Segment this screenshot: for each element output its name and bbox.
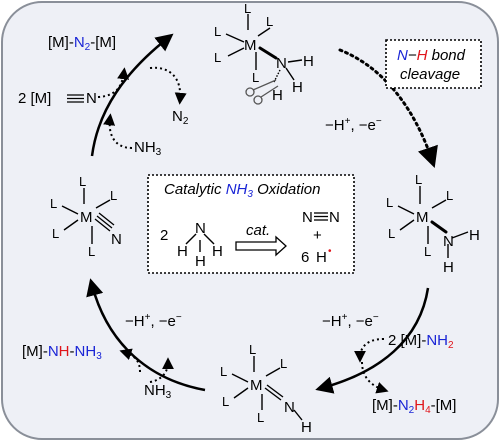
hydrazido-product-label: [M]-N2H4-[M] — [372, 397, 456, 416]
top-complex-metal: M — [244, 37, 257, 54]
left-complex-metal: M — [80, 209, 93, 226]
bottom-complex-l3: L — [222, 394, 229, 409]
nh3-top-left-label: NH3 — [134, 139, 162, 158]
center-n2-right: N — [329, 209, 340, 226]
bottom-complex-l5: L — [257, 410, 264, 425]
step-label-left-lower: −H+, −e− — [125, 312, 182, 330]
callout-line1: N−H bond — [397, 47, 466, 64]
center-nh3-h1: H — [177, 243, 188, 260]
center-title: Catalytic NH3 Oxidation — [164, 181, 320, 200]
complex-left-nitride — [61, 188, 115, 244]
right-complex-l2: L — [386, 195, 393, 210]
complex-bottom-imido — [231, 356, 303, 421]
step-label-right-upper: −H+, −e− — [325, 116, 382, 134]
center-n2-triple-bond — [314, 212, 328, 221]
side-arrow-n2-out — [149, 66, 187, 105]
right-complex-metal: M — [416, 209, 429, 226]
complex-top-ammine — [225, 14, 303, 83]
scissors-icon — [245, 79, 279, 105]
left-complex-l4: L — [110, 188, 117, 203]
left-complex-l1: L — [79, 174, 86, 189]
bottom-complex-l2: L — [220, 364, 227, 379]
side-arrow-hydrazine-out — [119, 348, 141, 373]
nitride-reactant-label: 2 [M] — [18, 90, 51, 107]
center-nh3-h3: H — [195, 253, 206, 270]
side-arrow-nh3-in-bottom — [149, 357, 174, 383]
complex-right-amido — [397, 186, 469, 258]
left-complex-l2: L — [50, 196, 57, 211]
center-h-radical: H — [316, 249, 327, 266]
top-complex-h2: H — [292, 79, 303, 96]
center-h-radical-dot: • — [328, 246, 332, 257]
right-complex-l1: L — [415, 172, 422, 187]
right-complex-l3: L — [388, 226, 395, 241]
top-complex-l5: L — [252, 70, 259, 85]
bottom-complex-n: N — [284, 399, 295, 416]
bottom-complex-l1: L — [249, 342, 256, 357]
right-complex-h1: H — [469, 227, 480, 244]
step-label-right-lower: −H+, −e− — [322, 312, 379, 330]
hydrazine-label: [M]-NH-NH3 — [22, 343, 102, 362]
top-complex-l4: L — [266, 14, 273, 29]
left-complex-n: N — [111, 231, 122, 248]
callout-line2: cleavage — [400, 66, 460, 83]
center-plus: + — [313, 227, 322, 244]
right-complex-n: N — [443, 233, 454, 250]
nh3-bottom-left-label: NH3 — [144, 382, 172, 401]
center-box — [147, 174, 355, 274]
reaction-arrow-icon — [235, 235, 287, 257]
center-nh3-n: N — [195, 220, 206, 237]
cycle-arrow-left-lower — [86, 278, 206, 392]
n2-product-label: N2 — [172, 108, 189, 127]
cycle-arrow-top-right — [338, 48, 438, 168]
side-arrow-nh3-in-top — [103, 113, 133, 149]
amido-reactant-label: 2 [M]-NH2 — [388, 332, 454, 351]
top-complex-l2: L — [214, 24, 221, 39]
side-arrow-nitride-in — [97, 67, 130, 98]
left-complex-l3: L — [52, 226, 59, 241]
cycle-arrow-right-lower — [315, 287, 430, 394]
bottom-complex-h: H — [301, 419, 312, 436]
left-complex-l5: L — [88, 244, 95, 259]
side-arrow-amido-in — [354, 338, 385, 363]
center-n2-left: N — [302, 209, 313, 226]
right-complex-l4: L — [446, 188, 453, 203]
right-complex-h2: H — [443, 259, 454, 276]
callout-box — [385, 39, 482, 89]
center-nh3-h2: H — [212, 243, 223, 260]
center-coef-left: 2 — [160, 227, 168, 244]
catalyst-label: cat. — [246, 222, 270, 239]
top-complex-l3: L — [214, 50, 221, 65]
triple-bond-icon — [67, 94, 84, 103]
top-complex-l1: L — [244, 1, 251, 16]
cycle-arrow-left-upper — [90, 33, 174, 157]
dimer-n2-label: [M]-N2-[M] — [48, 34, 116, 53]
bottom-complex-l4: L — [280, 356, 287, 371]
center-coef-right: 6 — [301, 249, 309, 266]
right-complex-l5: L — [424, 244, 431, 259]
bottom-complex-metal: M — [250, 377, 263, 394]
nitride-reactant-n: N — [86, 90, 97, 107]
top-complex-h1: H — [303, 53, 314, 70]
top-complex-h3: H — [272, 87, 283, 104]
ammonia-structure — [185, 233, 215, 252]
top-complex-n: N — [276, 55, 287, 72]
side-arrow-hydrazido-out — [361, 361, 389, 394]
